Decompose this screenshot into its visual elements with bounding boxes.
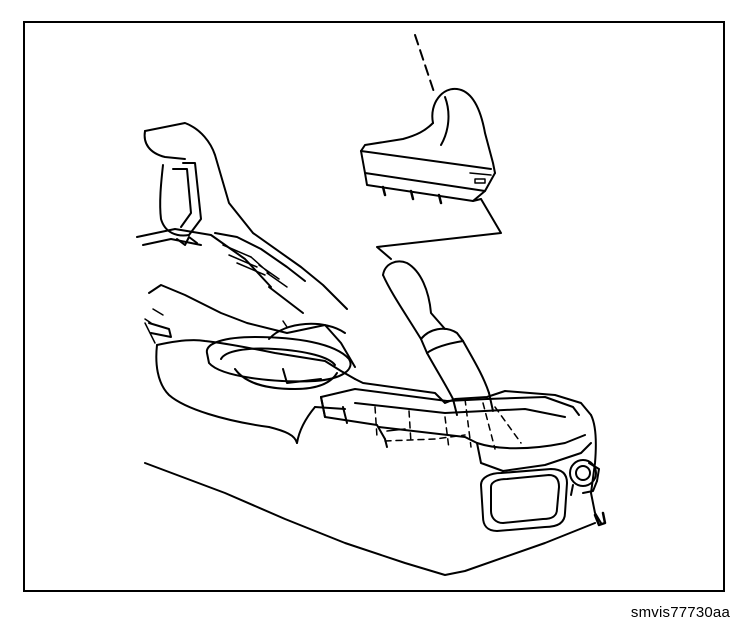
outlet-panel xyxy=(480,468,568,532)
cup-holder xyxy=(205,320,352,390)
lighter-knob xyxy=(569,459,600,496)
storage-bin xyxy=(320,388,580,450)
lead-line xyxy=(376,198,502,260)
shift-knob xyxy=(360,87,496,205)
dash-section xyxy=(136,122,348,314)
figure-id-label: smvis77730aa xyxy=(630,604,730,621)
diagram-frame xyxy=(23,21,725,592)
alignment-dashed-line xyxy=(414,34,436,96)
lever-shaft xyxy=(452,392,494,416)
shift-lever xyxy=(382,260,490,400)
center-console xyxy=(144,284,602,576)
console-foot xyxy=(593,511,607,527)
console-shift-knob-illustration xyxy=(136,34,607,576)
